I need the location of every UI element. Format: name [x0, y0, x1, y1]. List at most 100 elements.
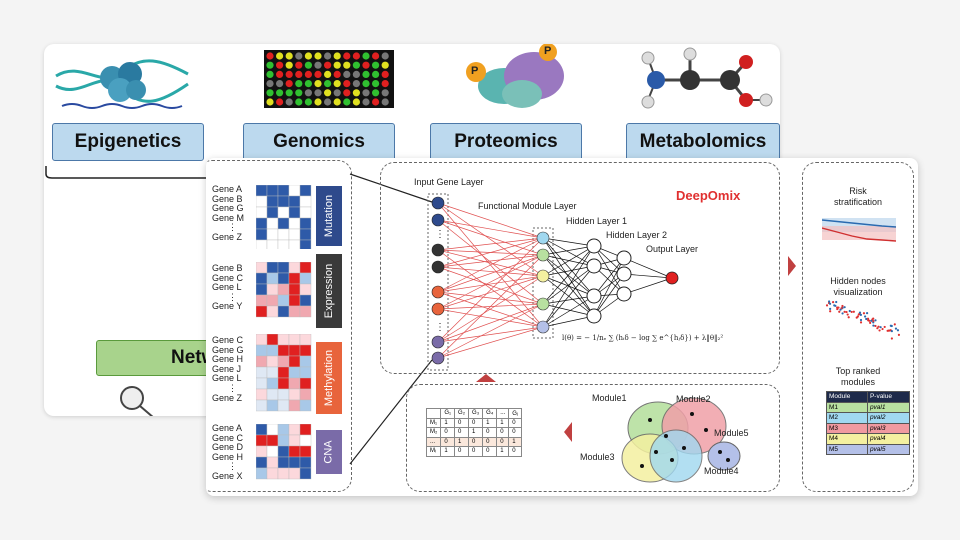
edge-module-hidden	[542, 237, 595, 267]
gene-list-expression: Gene B Gene C Gene L ⋮ Gene Y	[212, 263, 244, 312]
omics-label-genomics: Genomics	[243, 123, 395, 161]
scatter-point	[829, 310, 832, 313]
edge-module-hidden	[542, 265, 595, 277]
microarray-spot	[285, 89, 293, 97]
microarray-spot	[324, 52, 332, 60]
microarray-spot	[343, 80, 351, 88]
label-mutation: Mutation	[316, 186, 342, 246]
input-node	[431, 302, 445, 316]
input-node	[431, 335, 445, 349]
microarray-spot	[362, 98, 370, 106]
gene-name: Gene L	[212, 282, 242, 293]
microarray-spot	[266, 98, 274, 106]
omics-label-metabolomics: Metabolomics	[626, 123, 780, 161]
scatter-point	[848, 309, 851, 313]
edge-input-module	[437, 237, 544, 268]
microarray-spot	[285, 52, 293, 60]
scatter-point	[835, 300, 838, 304]
microarray-spot	[352, 80, 360, 88]
module-label: Module5	[714, 428, 749, 438]
scatter-point	[847, 316, 850, 319]
hidden2-node	[616, 286, 632, 302]
microarray-spot	[304, 61, 312, 69]
scatter-point	[831, 301, 835, 304]
scatter-point	[829, 307, 832, 310]
microarray-spot	[285, 61, 293, 69]
microarray-spot	[266, 61, 274, 69]
scatter-point	[896, 329, 900, 332]
omics-data-panel	[206, 160, 352, 492]
loss-formula: l(θ) = − 1/nₑ ∑ (hᵢδ − log ∑ e^{hⱼδ}) + …	[562, 334, 724, 342]
scatter-point	[872, 324, 875, 327]
microarray-spot	[372, 61, 380, 69]
hidden-title: Hidden nodes visualization	[830, 276, 886, 297]
edge-input-module	[437, 219, 544, 256]
edge-module-hidden	[542, 265, 595, 328]
microarray-spot	[314, 52, 322, 60]
microarray-spot	[362, 89, 370, 97]
microarray-spot	[372, 98, 380, 106]
gene-name: ⋮	[228, 461, 237, 472]
edge-input-module	[437, 254, 544, 268]
microarray-spot	[324, 80, 332, 88]
gene-list-cna: Gene A Gene C Gene D Gene H ⋮ Gene X	[212, 423, 243, 482]
edge-hidden-output	[623, 277, 673, 295]
edge-module-hidden	[542, 237, 595, 247]
scatter-point	[850, 310, 853, 314]
microarray-spot	[362, 70, 370, 78]
gene-name: Gene H	[212, 354, 244, 365]
module-node	[536, 248, 550, 262]
matrix-cell: 0	[440, 427, 456, 438]
edge-input-module	[437, 254, 544, 293]
module-node	[536, 269, 550, 283]
module-node	[536, 320, 550, 334]
matrix-header	[425, 408, 442, 419]
scatter-point	[870, 319, 873, 322]
microarray-spot	[362, 61, 370, 69]
matrix-cell: 0	[468, 417, 484, 428]
scatter-point	[865, 312, 869, 315]
input-node	[431, 285, 445, 299]
edge-input-module	[437, 266, 544, 277]
module-id: M1	[826, 401, 868, 413]
edge-input-module	[437, 237, 544, 293]
gene-name: Gene A	[212, 423, 243, 433]
module-id: M4	[826, 433, 868, 445]
gene-name: Gene L	[212, 373, 242, 384]
protein-icon	[466, 44, 564, 108]
module-pvalue: pval2	[866, 412, 911, 424]
scatter-point	[876, 327, 879, 330]
microarray-spot	[314, 70, 322, 78]
module-panel	[406, 384, 780, 492]
gene-name: ⋮	[228, 291, 237, 302]
survival-curve-icon	[822, 218, 897, 242]
nucleosome-icon	[55, 59, 189, 109]
microarray-spot	[362, 80, 370, 88]
scatter-point	[874, 324, 877, 328]
hidden2-node	[616, 266, 632, 282]
microarray-spot	[333, 80, 341, 88]
matrix-cell: 0	[496, 427, 510, 438]
hidden1-label: Hidden Layer 1	[566, 216, 628, 226]
gene-name: Gene B	[212, 193, 243, 204]
hidden1-node	[586, 288, 602, 304]
input-node	[431, 243, 445, 257]
scatter-point	[852, 310, 855, 313]
network-panel	[380, 162, 780, 374]
matrix-cell: 1	[440, 417, 456, 428]
scatter-point	[828, 300, 831, 303]
edge-module-hidden	[542, 254, 595, 267]
scatter-point	[843, 306, 846, 309]
edge-module-hidden	[542, 295, 595, 328]
matrix-cell: 0	[482, 446, 498, 457]
edge-module-hidden	[542, 245, 595, 256]
microarray-spot	[304, 70, 312, 78]
heatmap-methylation	[256, 334, 312, 412]
gene-list-methylation: Gene C Gene G Gene H Gene J Gene L ⋮ Gen…	[212, 335, 244, 403]
connector-lines	[349, 173, 433, 465]
gene-name: Gene C	[212, 272, 244, 283]
